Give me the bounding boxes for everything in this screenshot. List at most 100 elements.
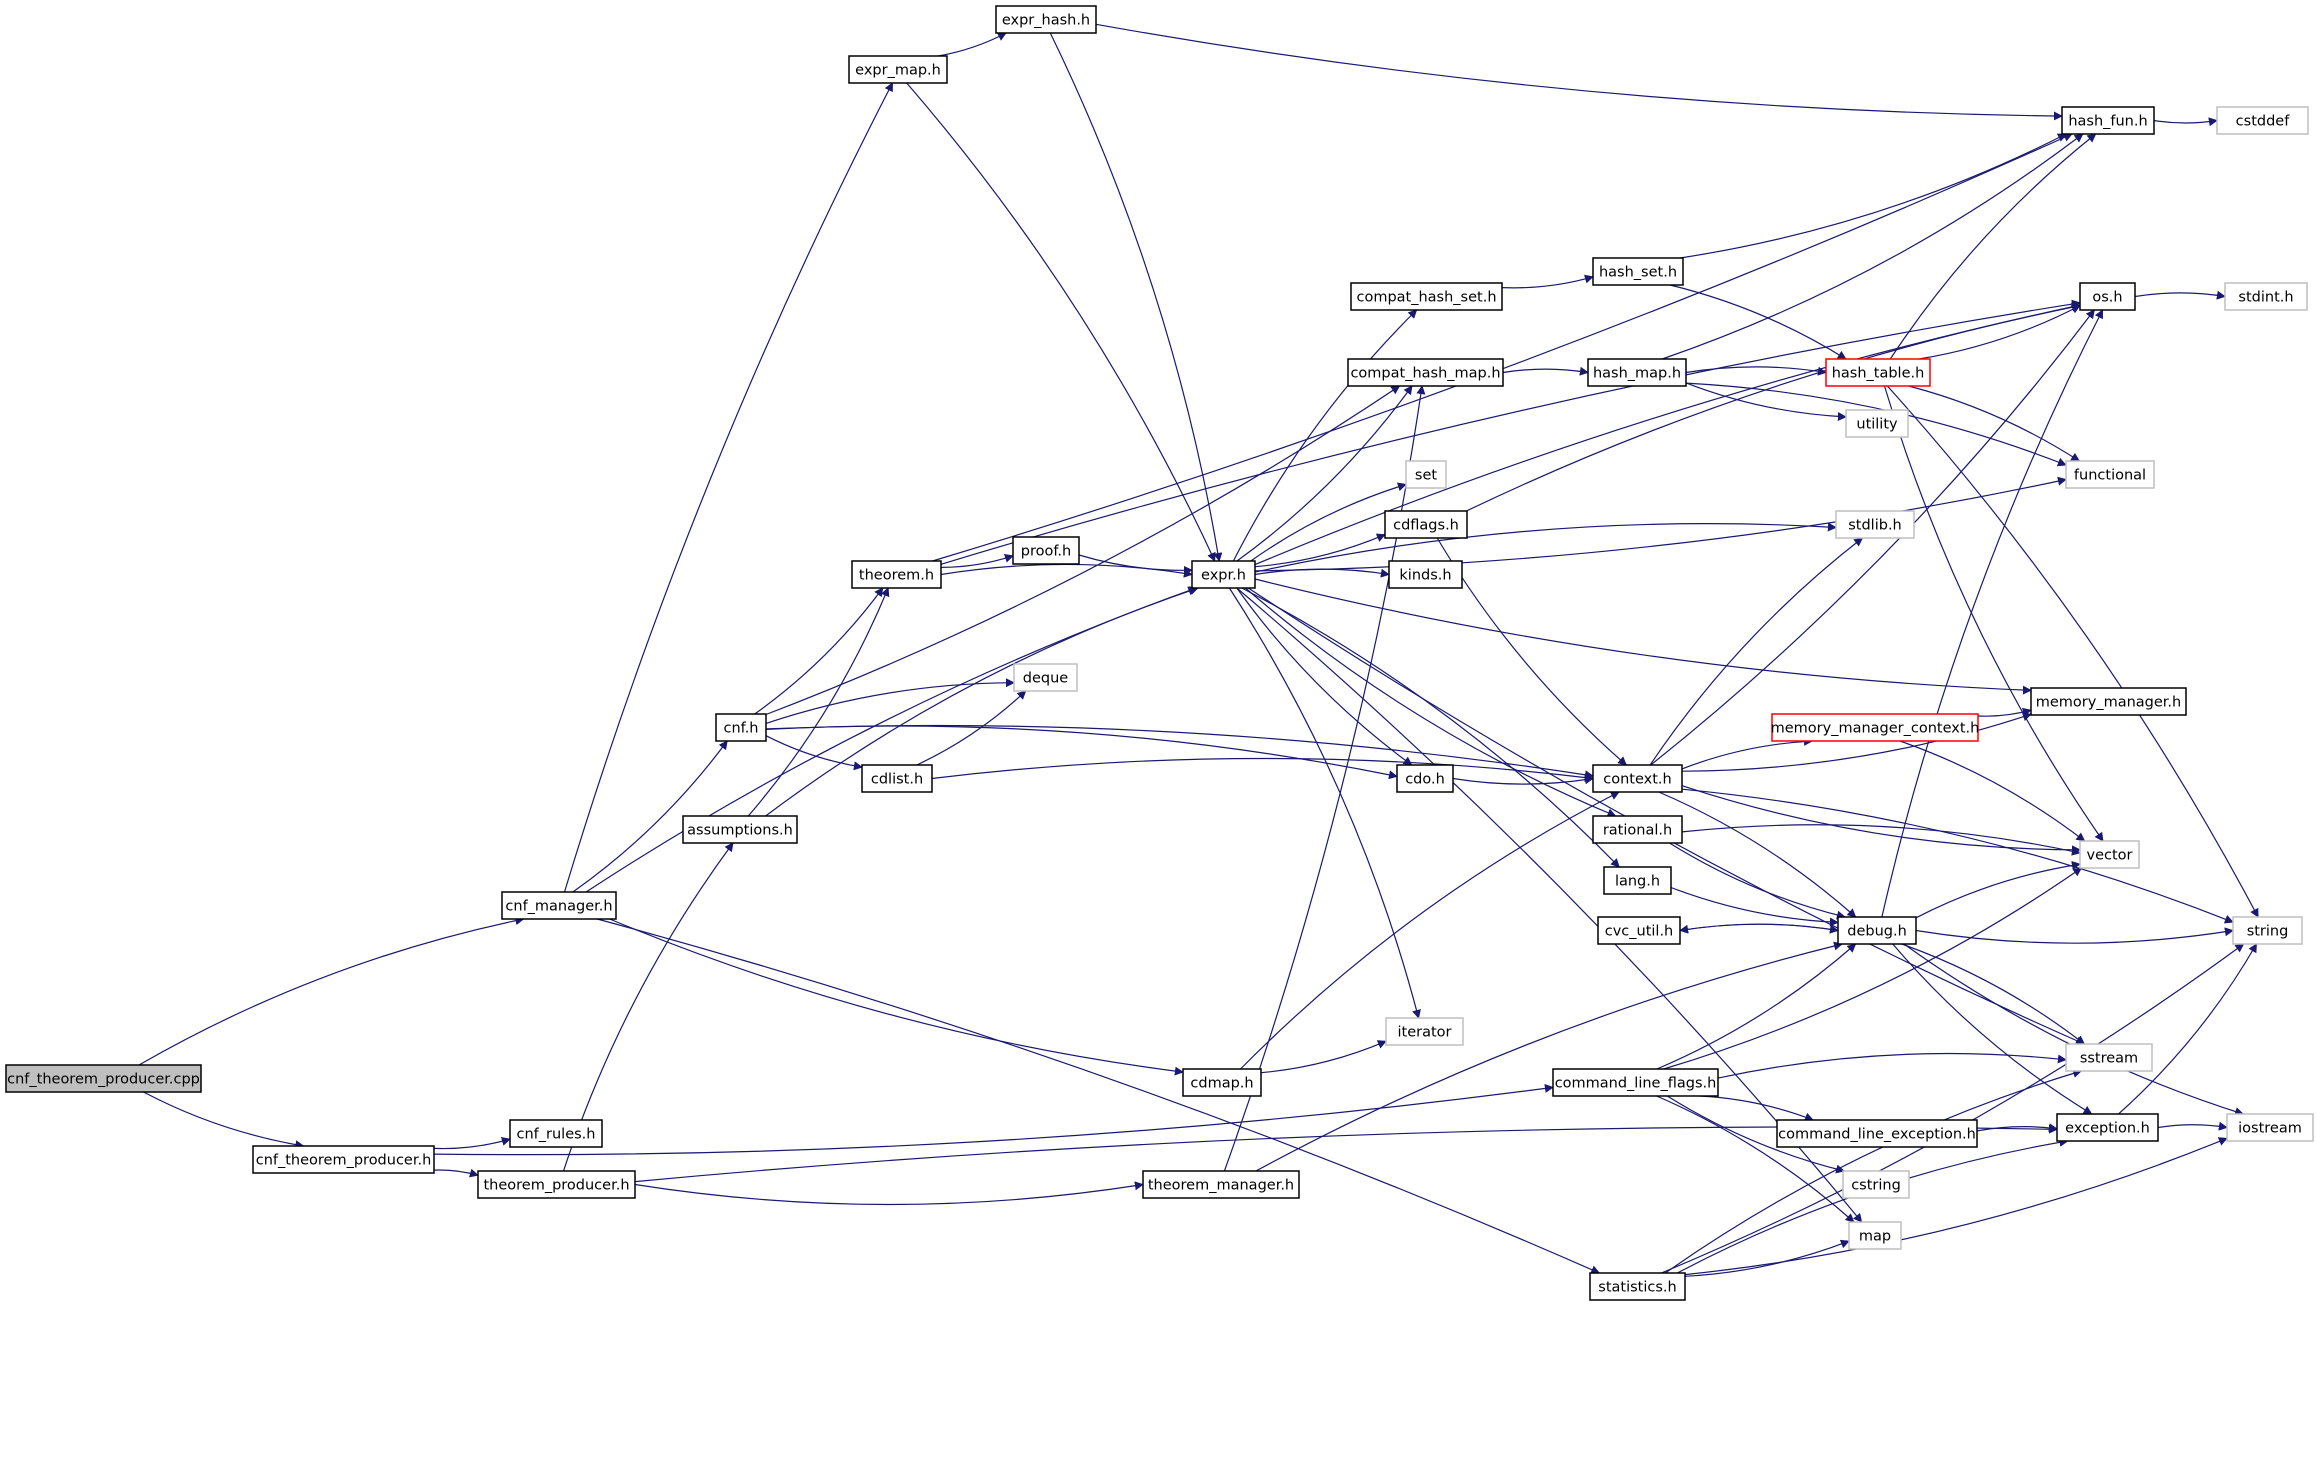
node-kinds-h[interactable]: kinds.h bbox=[1388, 560, 1463, 589]
node-box bbox=[1848, 1221, 1902, 1250]
node-cnf-theorem-producer-h[interactable]: cnf_theorem_producer.h bbox=[252, 1145, 435, 1174]
node-cstddef[interactable]: cstddef bbox=[2216, 106, 2309, 135]
edge-expr_h-to-cdflags_h bbox=[1254, 533, 1386, 568]
node-expr-map-h[interactable]: expr_map.h bbox=[848, 55, 948, 84]
edge-cnf_manager_h-to-expr_map_h bbox=[563, 82, 894, 893]
node-stdlib-h[interactable]: stdlib.h bbox=[1835, 510, 1915, 539]
node-box bbox=[1837, 916, 1917, 945]
node-debug-h[interactable]: debug.h bbox=[1837, 916, 1917, 945]
node-cnf-rules-h[interactable]: cnf_rules.h bbox=[509, 1119, 603, 1148]
edge-rational_h-to-vector bbox=[1681, 824, 2081, 856]
node-statistics-h[interactable]: statistics.h bbox=[1589, 1272, 1686, 1301]
edge-compat_hash_map_h-to-hash_map_h bbox=[1502, 366, 1589, 376]
node-label: set bbox=[1415, 468, 1437, 484]
node-label: cstddef bbox=[2236, 114, 2291, 130]
node-cdlist-h[interactable]: cdlist.h bbox=[861, 764, 933, 793]
node-box bbox=[715, 713, 767, 742]
node-label: proof.h bbox=[1021, 544, 1071, 560]
node-command-line-exception-h[interactable]: command_line_exception.h bbox=[1776, 1119, 1978, 1148]
edge-compat_hash_set_h-to-hash_set_h bbox=[1501, 274, 1594, 289]
node-cdo-h[interactable]: cdo.h bbox=[1396, 764, 1454, 793]
node-box bbox=[477, 1170, 636, 1199]
node-vector[interactable]: vector bbox=[2079, 840, 2140, 869]
node-iterator[interactable]: iterator bbox=[1385, 1017, 1464, 1046]
node-box bbox=[2226, 1113, 2314, 1142]
edge-hash_map_h-to-hash_table_h bbox=[1685, 366, 1827, 376]
edge-cnf_h-to-context_h bbox=[765, 724, 1594, 780]
node-label: context.h bbox=[1603, 772, 1671, 788]
node-label: cdo.h bbox=[1405, 772, 1445, 788]
edge-cnf_h-to-cdlist_h bbox=[765, 735, 863, 771]
node-rational-h[interactable]: rational.h bbox=[1592, 815, 1683, 844]
node-cvc-util-h[interactable]: cvc_util.h bbox=[1597, 916, 1681, 945]
edge-cnf_theorem_producer_h-to-command_line_flags_h bbox=[433, 1083, 1554, 1156]
node-label: string bbox=[2247, 924, 2289, 940]
node-expr-hash-h[interactable]: expr_hash.h bbox=[995, 5, 1097, 34]
node-memory-manager-h[interactable]: memory_manager.h bbox=[2030, 687, 2187, 716]
node-cnf-h[interactable]: cnf.h bbox=[715, 713, 767, 742]
node-cdmap-h[interactable]: cdmap.h bbox=[1182, 1068, 1262, 1097]
node-hash-fun-h[interactable]: hash_fun.h bbox=[2061, 106, 2155, 135]
node-theorem-manager-h[interactable]: theorem_manager.h bbox=[1142, 1170, 1300, 1199]
node-box bbox=[1405, 460, 1447, 489]
node-compat-hash-set-h[interactable]: compat_hash_set.h bbox=[1350, 282, 1503, 311]
edge-theorem_h-to-hash_fun_h bbox=[932, 133, 2073, 562]
node-iostream[interactable]: iostream bbox=[2226, 1113, 2314, 1142]
node-expr-h[interactable]: expr.h bbox=[1191, 560, 1256, 589]
node-label: cnf_manager.h bbox=[505, 899, 612, 915]
node-cstring[interactable]: cstring bbox=[1842, 1170, 1910, 1199]
node-memory-manager-context-h[interactable]: memory_manager_context.h bbox=[1771, 713, 1980, 742]
edge-cnf_h-to-compat_hash_map_h bbox=[765, 385, 1401, 716]
edge-context_h-to-os_h bbox=[1650, 309, 2095, 766]
node-proof-h[interactable]: proof.h bbox=[1012, 536, 1080, 565]
node-box bbox=[2232, 916, 2303, 945]
edge-statistics_h-to-string bbox=[1661, 943, 2245, 1274]
edge-context_h-to-string bbox=[1681, 788, 2234, 924]
edge-theorem_h-to-proof_h bbox=[940, 554, 1014, 568]
node-sstream[interactable]: sstream bbox=[2065, 1043, 2153, 1072]
node-cnf-manager-h[interactable]: cnf_manager.h bbox=[501, 891, 617, 920]
node-exception-h[interactable]: exception.h bbox=[2056, 1113, 2159, 1142]
node-label: utility bbox=[1856, 417, 1898, 433]
node-hash-map-h[interactable]: hash_map.h bbox=[1587, 358, 1687, 387]
edge-command_line_flags_h-to-command_line_exception_h bbox=[1699, 1095, 1814, 1122]
edge-expr_h-to-lang_h bbox=[1241, 587, 1620, 868]
node-string[interactable]: string bbox=[2232, 916, 2303, 945]
node-hash-table-h[interactable]: hash_table.h bbox=[1825, 358, 1931, 387]
node-box bbox=[1191, 560, 1256, 589]
node-os-h[interactable]: os.h bbox=[2079, 282, 2136, 311]
node-deque[interactable]: deque bbox=[1013, 663, 1078, 692]
edge-command_line_flags_h-to-sstream bbox=[1717, 1052, 2067, 1079]
node-theorem-producer-h[interactable]: theorem_producer.h bbox=[477, 1170, 636, 1199]
edge-hash_table_h-to-hash_fun_h bbox=[1889, 133, 2097, 360]
node-cnf-theorem-producer-cpp[interactable]: cnf_theorem_producer.cpp bbox=[5, 1064, 202, 1093]
edge-memory_manager_context_h-to-vector bbox=[1899, 740, 2086, 842]
edge-context_h-to-memory_manager_context_h bbox=[1681, 736, 1813, 770]
edge-debug_h-to-vector bbox=[1915, 860, 2081, 919]
node-utility[interactable]: utility bbox=[1845, 409, 1909, 438]
edge-expr_h-to-functional bbox=[1254, 476, 2067, 572]
edge-context_h-to-stdlib_h bbox=[1649, 537, 1864, 766]
node-command-line-flags-h[interactable]: command_line_flags.h bbox=[1552, 1068, 1719, 1097]
node-label: stdint.h bbox=[2238, 290, 2293, 306]
edge-cnf_manager_h-to-expr_h bbox=[585, 586, 1198, 893]
node-lang-h[interactable]: lang.h bbox=[1603, 866, 1672, 895]
node-context-h[interactable]: context.h bbox=[1592, 764, 1683, 793]
node-set[interactable]: set bbox=[1405, 460, 1447, 489]
node-label: compat_hash_map.h bbox=[1350, 366, 1500, 382]
edge-cdo_h-to-context_h bbox=[1452, 775, 1594, 785]
node-assumptions-h[interactable]: assumptions.h bbox=[682, 815, 798, 844]
edge-assumptions_h-to-theorem_h bbox=[747, 587, 890, 817]
edge-hash_map_h-to-utility bbox=[1685, 382, 1847, 421]
node-hash-set-h[interactable]: hash_set.h bbox=[1592, 257, 1684, 286]
node-compat-hash-map-h[interactable]: compat_hash_map.h bbox=[1347, 358, 1504, 387]
node-functional[interactable]: functional bbox=[2065, 460, 2155, 489]
node-cdflags-h[interactable]: cdflags.h bbox=[1384, 510, 1468, 539]
edge-cdmap_h-to-iterator bbox=[1260, 1040, 1387, 1074]
edge-cnf_manager_h-to-cdmap_h bbox=[609, 918, 1184, 1076]
edge-hash_table_h-to-os_h bbox=[1918, 305, 2081, 360]
edge-command_line_flags_h-to-debug_h bbox=[1656, 943, 1857, 1070]
node-stdint-h[interactable]: stdint.h bbox=[2224, 282, 2308, 311]
node-theorem-h[interactable]: theorem.h bbox=[851, 560, 942, 589]
node-map[interactable]: map bbox=[1848, 1221, 1902, 1250]
